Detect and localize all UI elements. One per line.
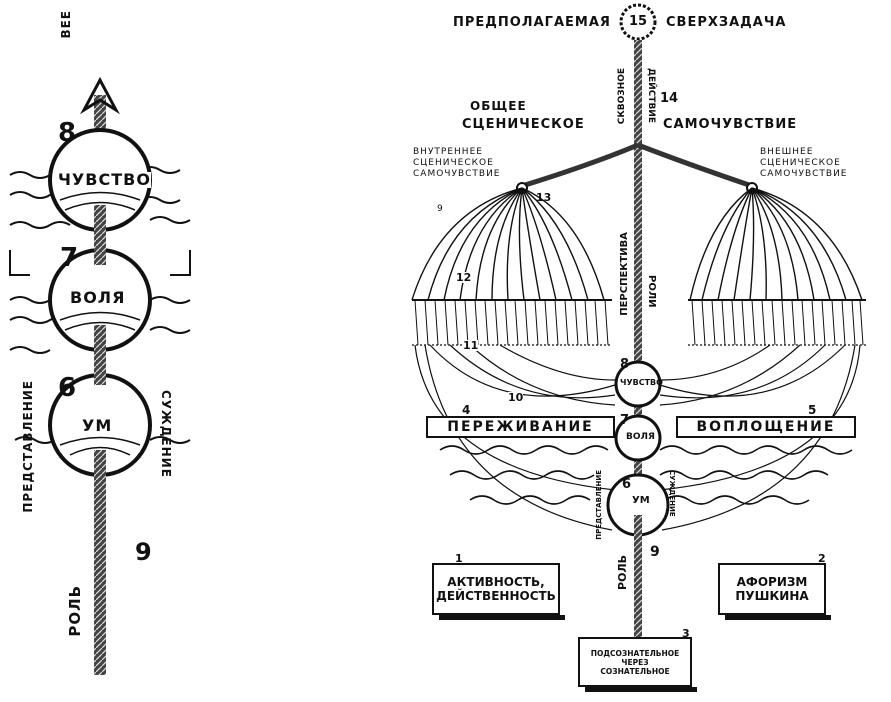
role-number: 9 [650, 545, 660, 559]
outer-state-label: ВНЕШНЕЕ СЦЕНИЧЕСКОЕ САМОЧУВСТВИЕ [760, 147, 860, 180]
left-role-label: РОЛЬ [68, 585, 83, 637]
left-mind-label: УМ [82, 418, 112, 434]
box3-line2: ЧЕРЕЗ [621, 658, 648, 667]
role-label: РОЛЬ [617, 555, 628, 590]
box2-line2: ПУШКИНА [735, 589, 808, 603]
will-number: 7 [620, 414, 629, 427]
right-fan [690, 188, 862, 300]
embodiment-number: 5 [808, 404, 816, 416]
box-subconscious: ПОДСОЗНАТЕЛЬНОЕ ЧЕРЕЗ СОЗНАТЕЛЬНОЕ [578, 637, 692, 687]
experiencing-band: ПЕРЕЖИВАНИЕ [426, 416, 615, 438]
feeling-number: 8 [620, 358, 629, 371]
box-activity: АКТИВНОСТЬ, ДЕЙСТВЕННОСТЬ [432, 563, 560, 615]
left-top-letters: ВЕЕ [60, 10, 72, 39]
will-label: ВОЛЯ [626, 433, 655, 442]
box2-line1: АФОРИЗМ [737, 575, 808, 589]
general-state-line2: СЦЕНИЧЕСКОЕ [462, 118, 585, 131]
left-judgement-label: СУЖДЕНИЕ [160, 390, 172, 478]
left-will-label: ВОЛЯ [70, 290, 125, 306]
mind-number: 6 [622, 478, 631, 491]
box-pushkin: АФОРИЗМ ПУШКИНА [718, 563, 826, 615]
experiencing-label: ПЕРЕЖИВАНИЕ [447, 419, 593, 435]
supertask-prefix: ПРЕДПОЛАГАЕМАЯ [453, 16, 611, 29]
left-will-number: 7 [60, 245, 78, 271]
left-role-number: 9 [135, 540, 152, 564]
left-representation-label: ПРЕДСТАВЛЕНИЕ [22, 380, 34, 513]
fan-number-9: 9 [437, 205, 443, 214]
box1-line2: ДЕЙСТВЕННОСТЬ [436, 589, 556, 603]
left-mind-number: 6 [58, 375, 76, 401]
experiencing-number: 4 [462, 404, 470, 416]
left-feeling-number: 8 [58, 120, 76, 146]
representation-label: ПРЕДСТАВЛЕНИЕ [596, 470, 603, 540]
fan-number-12: 12 [456, 272, 471, 283]
box3-line3: СОЗНАТЕЛЬНОЕ [600, 667, 669, 676]
left-feeling-label: ЧУВСТВО [58, 172, 151, 188]
supertask-suffix: СВЕРХЗАДАЧА [666, 16, 786, 29]
fan-number-10: 10 [508, 392, 523, 403]
box3-line1: ПОДСОЗНАТЕЛЬНОЕ [591, 649, 680, 658]
general-state-number: 14 [660, 92, 678, 105]
through-action-line1: СКВОЗНОЕ [618, 68, 627, 124]
general-state-line1: ОБЩЕЕ [470, 100, 527, 112]
box1-line1: АКТИВНОСТЬ, [447, 575, 544, 589]
general-state-line3: САМОЧУВСТВИЕ [663, 118, 797, 131]
perspective-line1: ПЕРСПЕКТИВА [620, 232, 630, 316]
supertask-number: 15 [629, 15, 647, 28]
embodiment-band: ВОПЛОЩЕНИЕ [676, 416, 856, 438]
perspective-line2: РОЛИ [646, 275, 656, 308]
embodiment-label: ВОПЛОЩЕНИЕ [697, 419, 836, 435]
mind-label: УМ [632, 496, 650, 506]
inner-state-label: ВНУТРЕННЕЕ СЦЕНИЧЕСКОЕ САМОЧУВСТВИЕ [413, 147, 508, 180]
fan-number-11: 11 [463, 340, 478, 351]
through-action-line2: ДЕЙСТВИЕ [646, 68, 655, 123]
judgement-label: СУЖДЕНИЕ [668, 470, 675, 517]
inner-state-number: 13 [536, 192, 551, 203]
feeling-label: ЧУВСТВО [620, 379, 663, 387]
